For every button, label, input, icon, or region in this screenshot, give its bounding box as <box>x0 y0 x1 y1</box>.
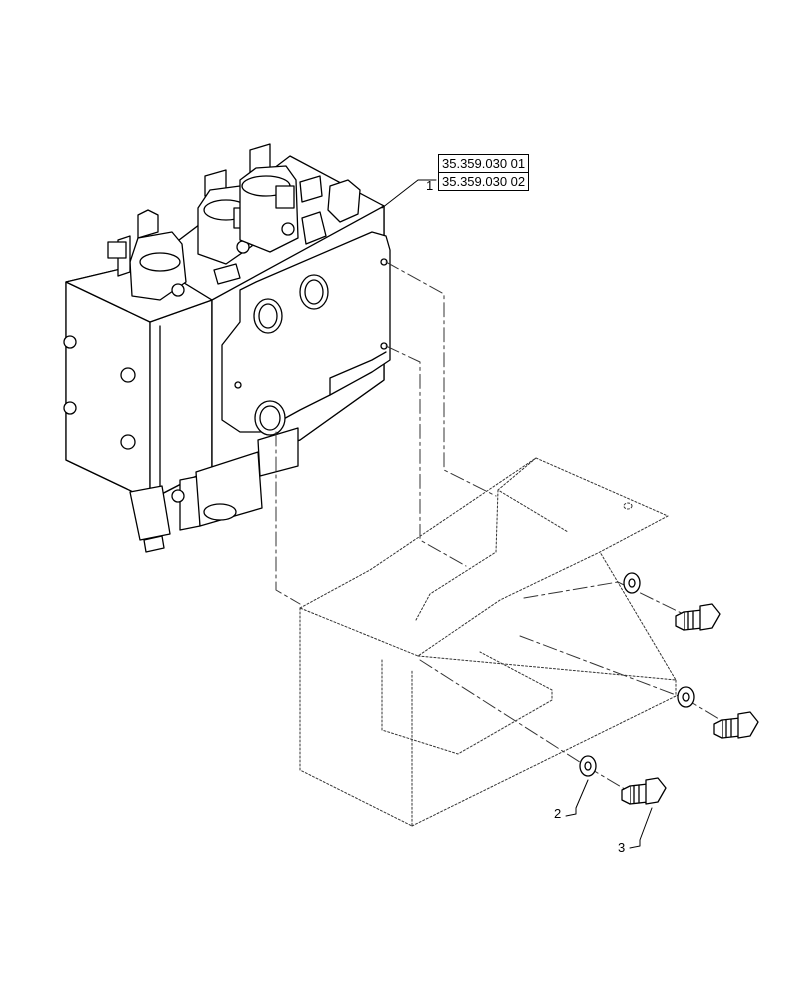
assembly-centerlines <box>275 261 745 805</box>
callout-item-2: 2 <box>554 806 562 821</box>
leader-line-item-3 <box>629 807 653 849</box>
leader-line-item-1 <box>381 179 437 209</box>
washer <box>579 755 597 777</box>
reference-number[interactable]: 35.359.030 02 <box>439 172 529 190</box>
mounting-bracket-phantom <box>299 457 677 827</box>
bolt <box>713 711 759 739</box>
reference-number-box: 35.359.030 01 35.359.030 02 <box>438 154 530 191</box>
bolt <box>675 603 721 631</box>
washer <box>623 572 641 594</box>
leader-lines <box>381 179 653 849</box>
reference-number[interactable]: 35.359.030 01 <box>442 156 526 171</box>
control-valve-assembly <box>63 143 391 553</box>
washer <box>677 686 695 708</box>
callout-item-3: 3 <box>618 840 626 855</box>
bolt-parts <box>621 603 759 805</box>
callout-item-1: 1 <box>426 178 434 193</box>
bolt <box>621 777 667 805</box>
washer-parts <box>579 572 695 777</box>
leader-line-item-2 <box>565 779 589 817</box>
